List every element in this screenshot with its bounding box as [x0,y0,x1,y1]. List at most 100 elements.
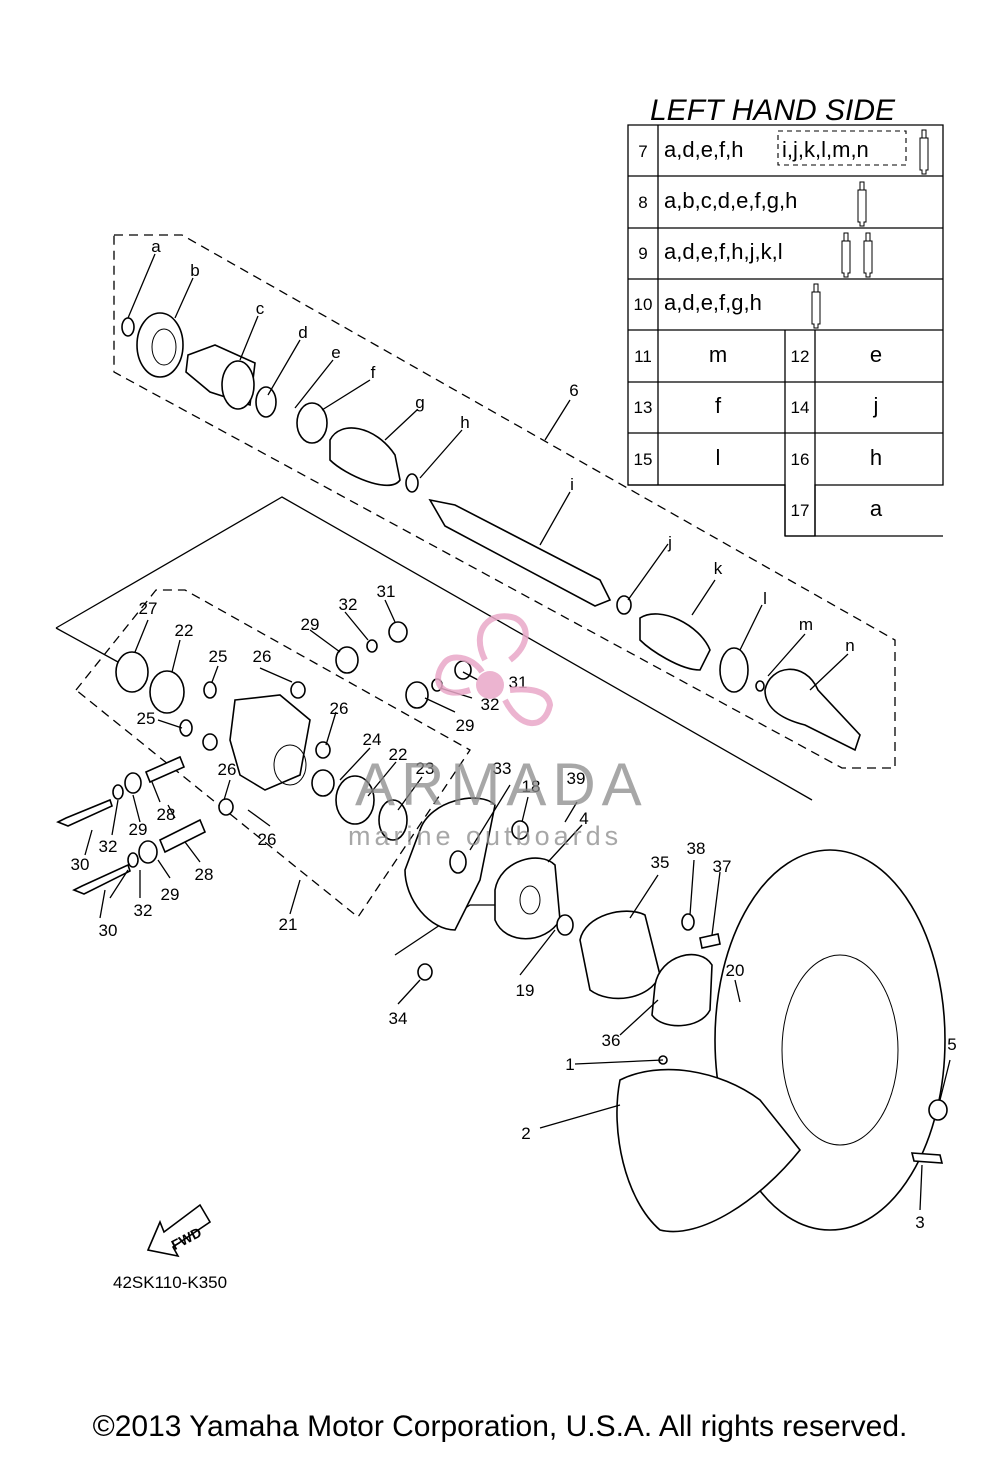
callout-2: 2 [521,1124,530,1143]
table-row-part: h [870,445,882,470]
callout-h: h [460,413,469,432]
rim-half [616,1068,802,1233]
callout-30: 30 [71,855,90,874]
boot-k [639,613,711,671]
boot-band-l [719,647,749,693]
knuckle-group-bracket-end [55,627,119,663]
circlip-m [755,680,765,692]
kit-table: LEFT HAND SIDE 7 a,d,e,f,h i,j,k,l,m,n 8… [627,94,944,537]
callout-26: 26 [253,647,272,666]
driveshaft-kit-outline [113,234,896,769]
callout-23: 23 [416,759,435,778]
table-row-kit: a,d,e,f,g,h [664,290,762,315]
callout-29: 29 [129,820,148,839]
table-row-kit: a,d,e,f,h,j,k,l [664,239,783,264]
callout-3: 3 [915,1213,924,1232]
callout-m: m [799,615,813,634]
table-row-part: a [870,496,883,521]
watermark-tagline: marine outboards [348,821,622,851]
knuckle-kit-outline [75,589,471,918]
adapter-35 [579,910,661,1000]
callout-c: c [256,299,265,318]
nut-39 [511,820,529,840]
washer-32 [112,784,124,800]
nut-5 [928,1099,948,1121]
callout-38: 38 [687,839,706,858]
seal-29 [405,681,429,709]
grease-tube-icon [863,232,873,278]
callout-29: 29 [456,716,475,735]
callout-b: b [190,261,199,280]
callout-n: n [845,636,854,655]
collar-26 [315,741,331,759]
grease-tube-icon [857,181,867,227]
bearing-22 [149,670,185,714]
bushing-28 [144,755,186,784]
nut-31 [388,621,408,643]
seal-29 [335,646,359,674]
table-row-part: j [873,393,879,418]
table-col-lines [657,125,816,536]
table-row-kit: a,b,c,d,e,f,g,h [664,188,797,213]
table-row-num: 14 [791,398,810,417]
propeller-logo-icon [435,613,554,727]
grease-tube-icon [811,283,821,329]
table-row-part: m [709,342,727,367]
callout-32: 32 [134,901,153,920]
table-row-num: 16 [791,450,810,469]
callout-e: e [331,343,340,362]
callout-4: 4 [579,809,588,828]
callout-22: 22 [175,621,194,640]
bushing-28 [158,818,207,854]
fwd-arrow-icon: FWD [146,1203,212,1258]
band-j [616,595,632,615]
grease-tube-icon [919,129,929,175]
callout-34: 34 [389,1009,408,1028]
callout-30: 30 [99,921,118,940]
collar-26 [290,681,306,699]
callout-37: 37 [713,857,732,876]
callout-33: 33 [493,759,512,778]
seal-29 [138,840,158,864]
table-row-part: e [870,342,882,367]
table-row-num: 8 [638,193,647,212]
table-row-part: l [716,445,721,470]
callout-39: 39 [567,769,586,788]
callout-22: 22 [389,745,408,764]
screw-34 [417,963,433,981]
table-row-num: 10 [634,295,653,314]
table-row-num: 17 [791,501,810,520]
boot-g [329,427,401,486]
bolt-37 [699,933,721,949]
callout-32: 32 [99,837,118,856]
table-row-num: 13 [634,398,653,417]
table-row-part: f [715,393,722,418]
callout-g: g [415,393,424,412]
knuckle-group-bracket [55,496,813,801]
leader-lines [84,253,951,1211]
callout-24: 24 [363,730,382,749]
grease-tube-icon [841,232,851,278]
band-h [405,473,419,493]
callout-27: 27 [139,599,158,618]
oring-18 [449,850,467,874]
callout-31: 31 [377,582,396,601]
callout-26: 26 [218,760,237,779]
callout-20: 20 [726,961,745,980]
callout-5: 5 [947,1035,956,1054]
circlip-a [121,317,135,337]
bearing-22 [335,775,375,825]
callout-28: 28 [157,805,176,824]
table-row-boxed-kit: i,j,k,l,m,n [782,137,869,162]
callout-29: 29 [161,885,180,904]
callout-35: 35 [651,853,670,872]
callout-19: 19 [516,981,535,1000]
callout-21: 21 [279,915,298,934]
callout-j: j [667,533,672,552]
table-title: LEFT HAND SIDE [650,94,896,127]
collar-26 [202,733,218,751]
diagram-code: 42SK110-K350 [113,1273,227,1292]
callout-l: l [763,589,767,608]
table-row-num: 11 [634,347,652,366]
